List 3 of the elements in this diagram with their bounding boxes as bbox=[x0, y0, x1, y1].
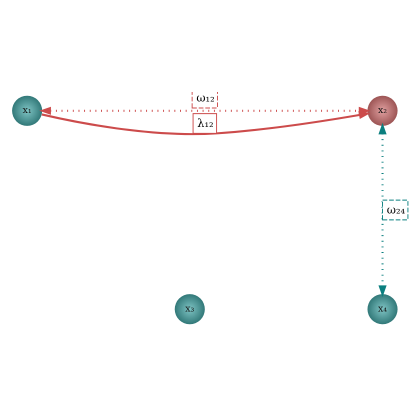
edge-label: λ₁₂ bbox=[197, 116, 214, 130]
edge-label: ω₂₄ bbox=[386, 203, 405, 216]
edge-label: ω₁₂ bbox=[196, 91, 215, 104]
